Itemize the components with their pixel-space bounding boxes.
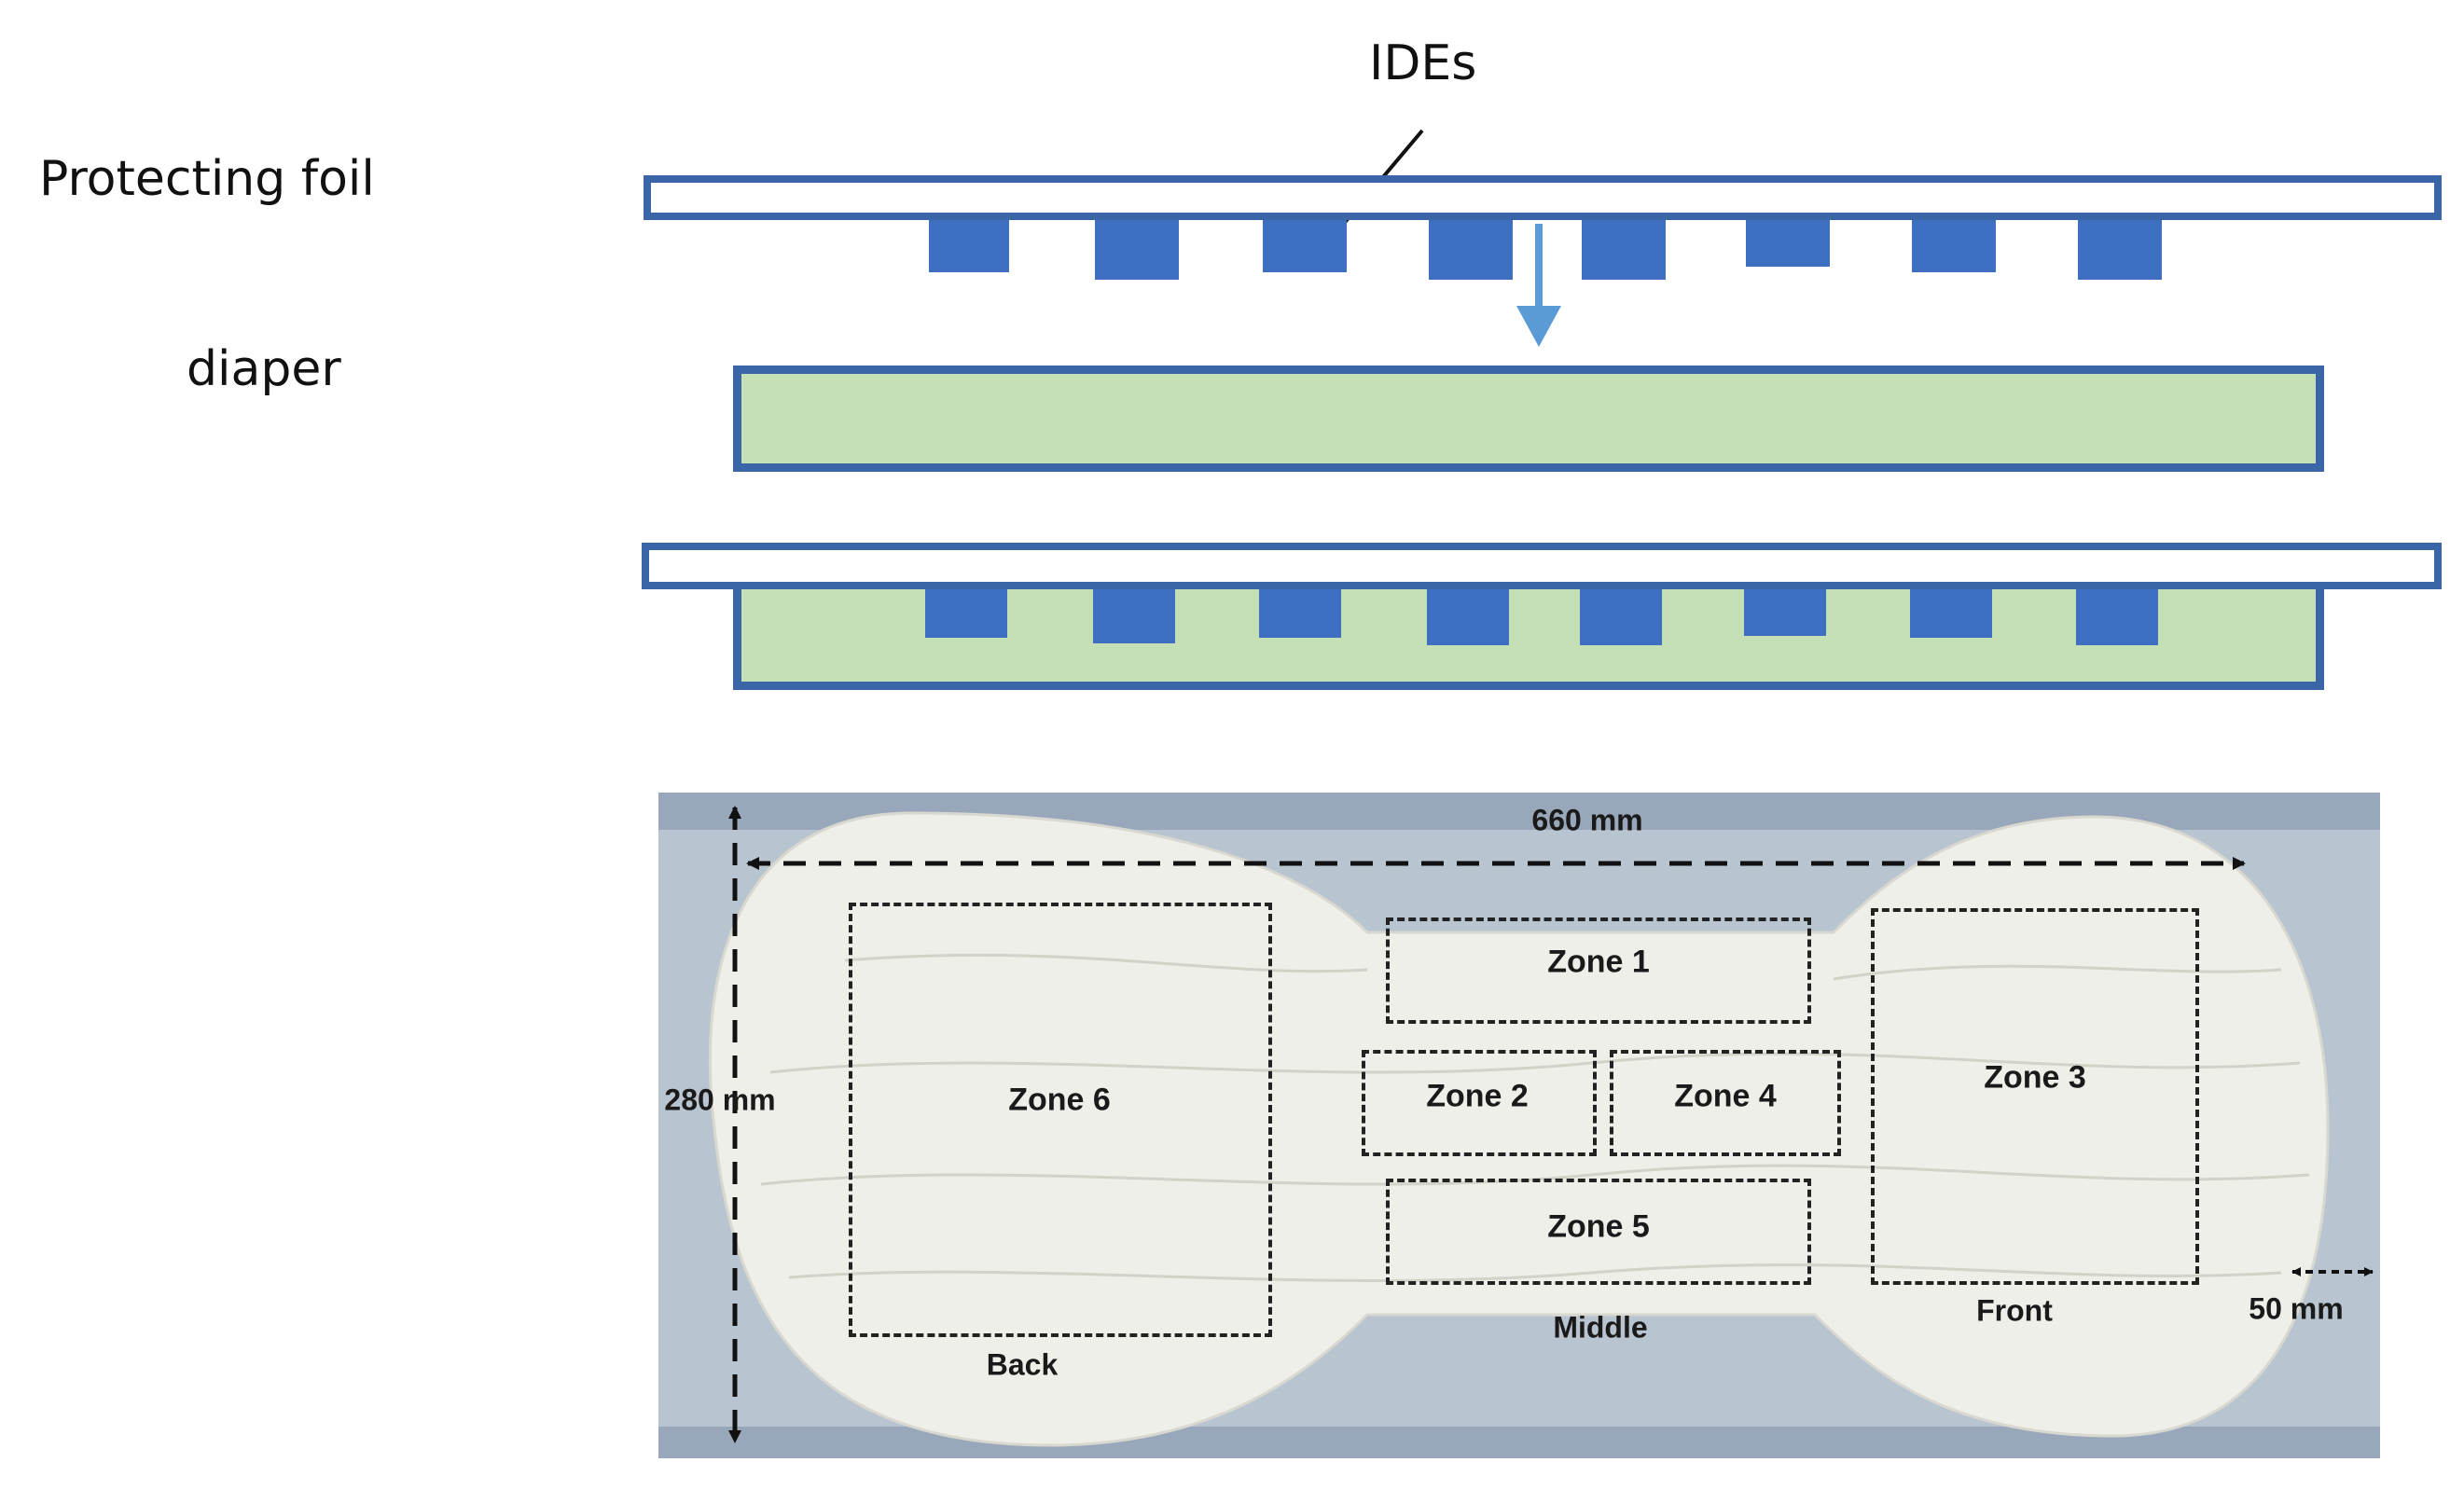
zone-1-label: Zone 1 (1547, 944, 1650, 980)
protecting-foil-assembled (642, 543, 2442, 589)
ide-electrode (1427, 589, 1509, 645)
ide-electrode (1744, 589, 1826, 636)
ide-electrode (1910, 589, 1992, 638)
ide-electrode (1093, 589, 1175, 643)
ide-electrode (1429, 220, 1513, 280)
ides-label: IDEs (1369, 35, 1477, 91)
zone-6-box (849, 903, 1272, 1337)
zone-3-label: Zone 3 (1984, 1059, 2086, 1096)
zone-2-label: Zone 2 (1426, 1078, 1529, 1114)
zone-4-box (1610, 1050, 1841, 1156)
ide-electrode (2078, 220, 2162, 280)
back-label: Back (986, 1347, 1059, 1382)
front-label: Front (1976, 1293, 2053, 1328)
ide-electrode (1263, 220, 1347, 272)
zone-1-box (1386, 917, 1811, 1024)
ide-electrode (929, 220, 1009, 272)
zone-6-label: Zone 6 (1008, 1082, 1111, 1118)
zone-5-box (1386, 1179, 1811, 1285)
protecting-foil-top (644, 175, 2442, 220)
ide-electrode (1582, 220, 1666, 280)
margin-dimension-label: 50 mm (2249, 1291, 2344, 1326)
ide-electrode (1912, 220, 1996, 272)
length-dimension-label: 660 mm (1531, 803, 1643, 837)
ide-electrode (1580, 589, 1662, 645)
diaper-photo: Zone 1 Zone 2 Zone 3 Zone 4 Zone 5 Zone … (658, 793, 2380, 1458)
zone-5-label: Zone 5 (1547, 1208, 1650, 1245)
ide-electrode (925, 589, 1007, 638)
ide-electrode (1259, 589, 1341, 638)
diaper-layer (733, 366, 2324, 472)
ide-electrode (1746, 220, 1830, 267)
apply-arrow-head (1516, 306, 1561, 347)
middle-label: Middle (1553, 1310, 1648, 1345)
zone-4-label: Zone 4 (1674, 1078, 1777, 1114)
ide-electrode (2076, 589, 2158, 645)
zone-2-box (1362, 1050, 1597, 1156)
protecting-foil-label: Protecting foil (39, 151, 375, 207)
zone-3-box (1871, 908, 2199, 1285)
diaper-label: diaper (187, 341, 341, 397)
ide-electrode (1095, 220, 1179, 280)
width-dimension-label: 280 mm (664, 1083, 776, 1117)
